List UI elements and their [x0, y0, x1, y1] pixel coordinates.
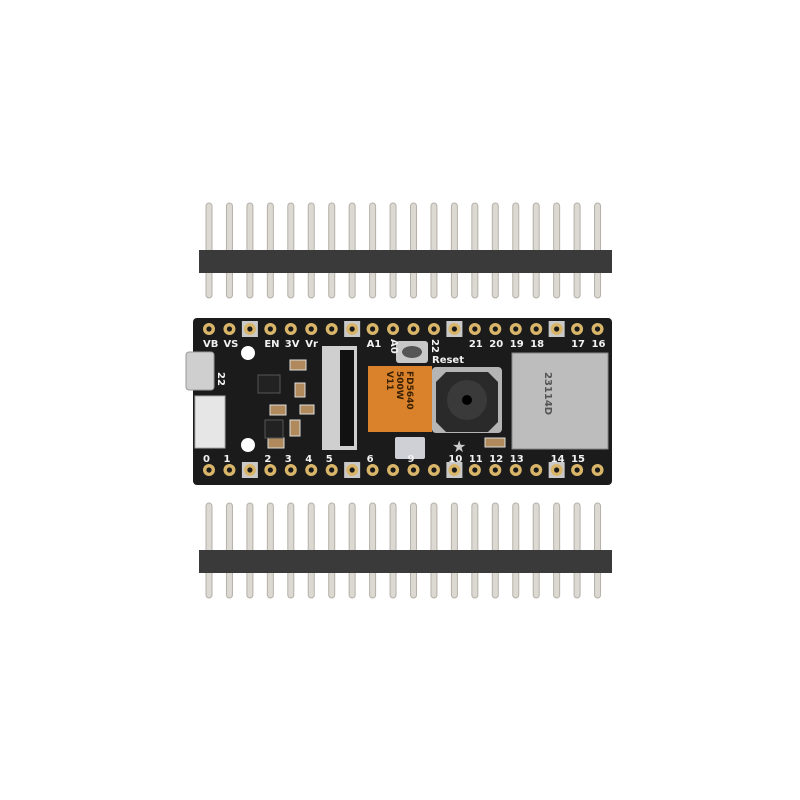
pin-hole — [247, 467, 253, 473]
mounting-hole — [241, 438, 255, 452]
mounting-hole — [241, 346, 255, 360]
svg-text:500W: 500W — [394, 371, 404, 400]
pcb-board: 22 FD5640 500W V11 Reset ★ — [185, 318, 612, 485]
pin-hole — [370, 467, 376, 473]
pin-hole — [349, 326, 355, 332]
pin-hole — [267, 467, 273, 473]
pin-label: 13 — [510, 454, 524, 465]
pin-hole — [329, 326, 335, 332]
pin-label: 1 — [223, 454, 230, 465]
header-plastic-bar — [199, 250, 612, 273]
pin-hole — [349, 467, 355, 473]
pin-label: 4 — [305, 454, 312, 465]
pin-hole — [574, 326, 580, 332]
pin-hole — [308, 326, 314, 332]
pin-label: 14 — [551, 454, 565, 465]
pin-label: 22 — [429, 339, 440, 353]
reset-label: Reset — [432, 355, 464, 366]
microsd-slot — [511, 352, 609, 450]
flex-text: FD5640 500W V11 — [384, 371, 414, 410]
pin-hole — [533, 326, 539, 332]
pin-hole — [533, 467, 539, 473]
pin-label: Vr — [305, 339, 318, 350]
pin-label: 16 — [592, 339, 606, 350]
pin-hole — [492, 326, 498, 332]
camera-flex-cable — [368, 366, 432, 432]
reset-button-cap — [402, 346, 422, 358]
pin-hole — [370, 326, 376, 332]
crystal — [395, 437, 425, 459]
pin-hole — [206, 326, 212, 332]
usb-connector — [185, 351, 215, 391]
pin-hole — [451, 326, 457, 332]
pin-label: VS — [223, 339, 238, 350]
header-plastic-bar — [199, 550, 612, 573]
camera-lens — [462, 395, 472, 405]
pin-hole — [226, 326, 233, 332]
pin-label: 10 — [448, 454, 462, 465]
pin-label: VB — [203, 339, 218, 350]
pin-hole — [472, 326, 478, 332]
pin-hole — [390, 326, 396, 332]
pin-hole — [288, 467, 294, 473]
pin-hole — [410, 326, 417, 332]
pin-label: 18 — [530, 339, 544, 350]
pin-hole — [451, 467, 457, 473]
pin-hole — [247, 326, 253, 332]
pin-label: A0 — [388, 339, 399, 354]
pin-label: 11 — [469, 454, 483, 465]
pin-hole — [513, 467, 519, 473]
pin-hole — [390, 467, 396, 473]
pin-hole — [594, 467, 601, 473]
fpc-latch — [340, 350, 354, 446]
regulator-chip — [257, 374, 281, 394]
pin-label: 5 — [326, 454, 333, 465]
pin-label: 6 — [367, 454, 374, 465]
pin-hole — [594, 326, 601, 332]
pin-label: A1 — [367, 339, 382, 350]
pin-label: 2 — [264, 454, 271, 465]
star-logo: ★ — [452, 437, 466, 456]
pin-label: 17 — [571, 339, 585, 350]
pin-label: 15 — [571, 454, 585, 465]
pin-hole — [431, 326, 437, 332]
pin-hole — [492, 467, 498, 473]
pin-label: 21 — [469, 339, 483, 350]
pin-hole — [513, 326, 519, 332]
pin-hole — [410, 467, 417, 473]
pin-hole — [267, 326, 273, 332]
pin-hole — [554, 326, 560, 332]
pin-label: EN — [264, 339, 279, 350]
pin-header-top — [199, 202, 612, 299]
pin-hole — [574, 467, 580, 473]
pin-hole — [288, 326, 294, 332]
pin-label: 3 — [285, 454, 292, 465]
pin-hole — [308, 467, 314, 473]
pin-hole — [472, 467, 478, 473]
jst-connector — [194, 395, 226, 449]
pin-hole — [431, 467, 437, 473]
svg-text:V11: V11 — [384, 371, 394, 391]
ic-chip — [264, 419, 284, 439]
pin-label: 3V — [285, 339, 300, 350]
pin-label: 9 — [408, 454, 415, 465]
svg-text:FD5640: FD5640 — [404, 371, 414, 410]
side-label: 22 — [215, 372, 226, 386]
pin-header-bottom — [199, 502, 612, 599]
sd-slot-text: 23114D — [542, 372, 553, 415]
pin-hole — [206, 467, 212, 473]
pin-label: 19 — [510, 339, 524, 350]
pin-label: 12 — [489, 454, 503, 465]
pin-hole — [554, 467, 560, 473]
pin-hole — [226, 467, 233, 473]
pin-label: 0 — [203, 454, 210, 465]
pin-label: 20 — [489, 339, 503, 350]
pin-hole — [329, 467, 335, 473]
